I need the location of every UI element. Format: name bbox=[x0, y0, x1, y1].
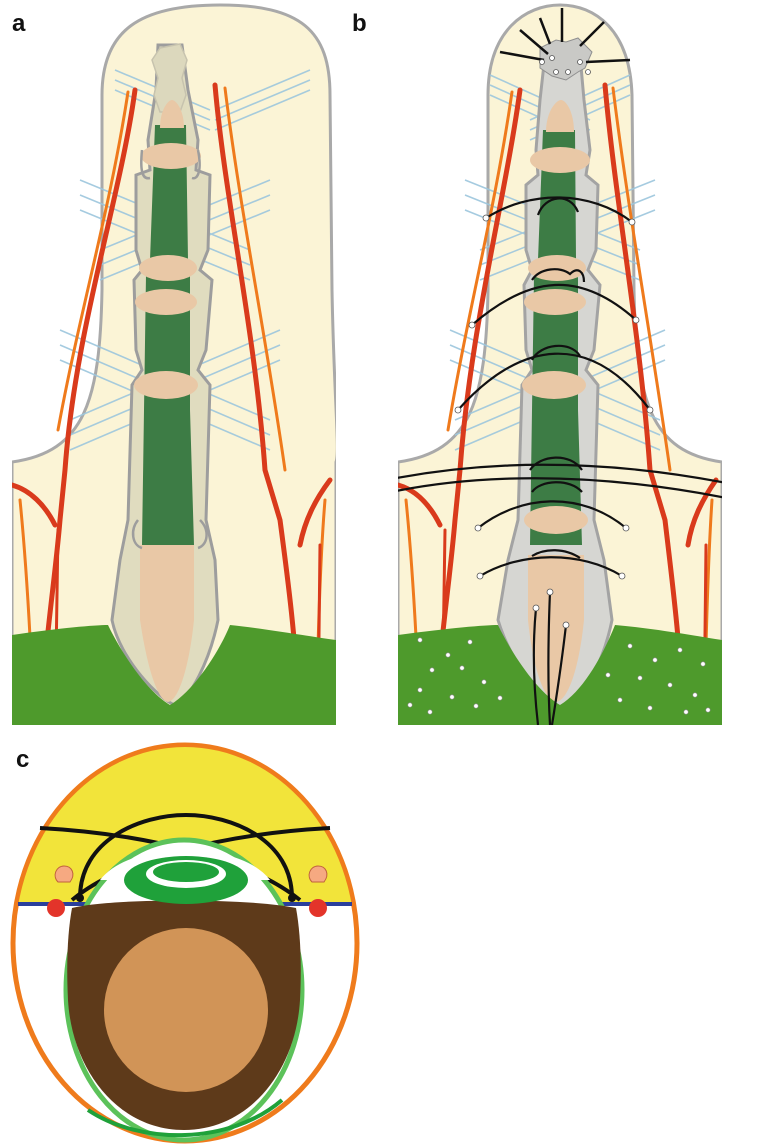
artery-left-c bbox=[47, 899, 65, 917]
nerve-left-c bbox=[55, 866, 73, 882]
bone-marrow-c bbox=[104, 928, 268, 1092]
cross-section-c bbox=[0, 740, 380, 1141]
finger-diagram-b bbox=[339, 5, 761, 725]
extensor-inner-c bbox=[153, 862, 219, 882]
nerve-right-c bbox=[309, 866, 327, 882]
artery-right-c bbox=[309, 899, 327, 917]
finger-diagram-a bbox=[12, 5, 337, 725]
suture-knot-right-c bbox=[288, 894, 296, 902]
suture-knot-left-c bbox=[76, 894, 84, 902]
